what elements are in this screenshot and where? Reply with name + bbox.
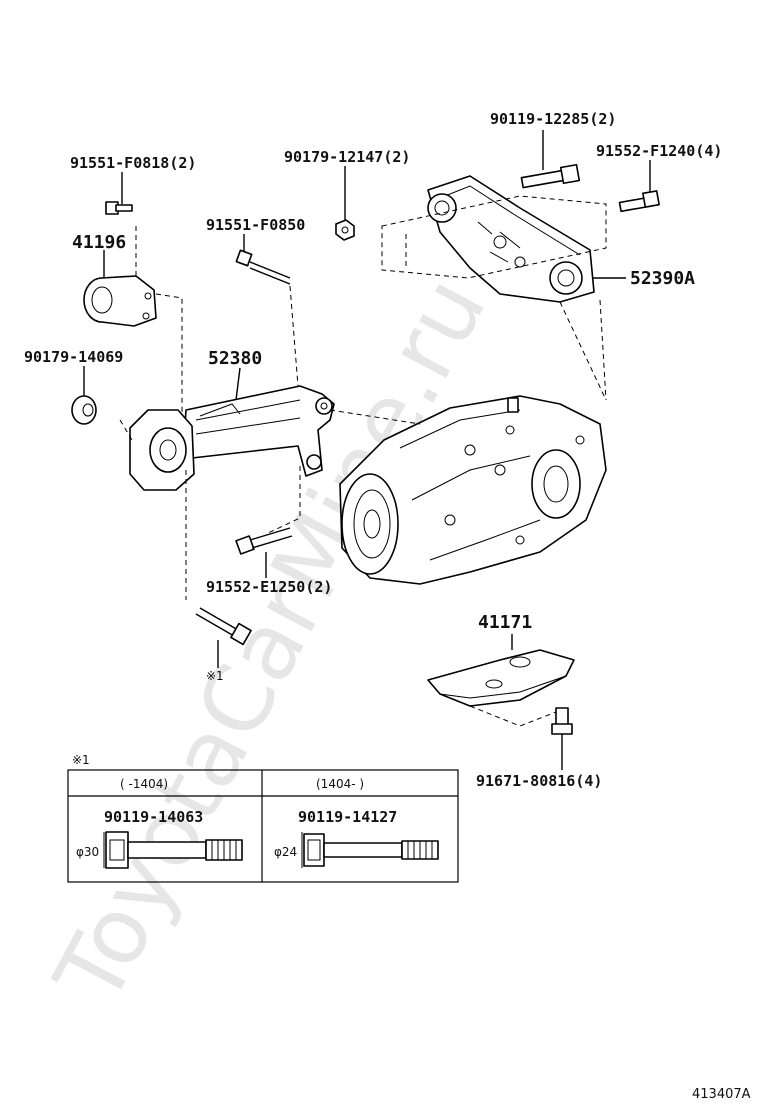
diagram-id: 413407A [692, 1087, 751, 1102]
callout-41196: 41196 [72, 232, 126, 253]
nut-90179-12147 [335, 219, 355, 241]
callout-91551-F0850: 91551-F0850 [206, 216, 305, 234]
bolt-90119-14063-drawing: φ30 [76, 831, 243, 869]
bolt-90119-12285 [520, 163, 581, 189]
watermark: ToyotaCarMine.ru [34, 260, 506, 1021]
bolt-91551-F0818 [105, 201, 133, 215]
callout-41171: 41171 [478, 612, 532, 633]
col2-header: (1404- ) [316, 777, 364, 791]
skid-plate-41171 [427, 649, 575, 707]
nut-90179-14069 [71, 395, 97, 425]
bolt-91552-E1250 [235, 527, 293, 555]
rear-mount-bracket [427, 175, 595, 303]
col1-header: ( -1404) [120, 777, 168, 791]
bolt-91552-F1240 [618, 190, 660, 213]
note-table: ※1 ( -1404) (1404- ) 90119-14063 90119-1… [67, 753, 459, 883]
col2-diameter: φ24 [274, 845, 297, 859]
callout-52380: 52380 [208, 348, 262, 369]
col1-diameter: φ30 [76, 845, 99, 859]
bolt-91551-F0850 [235, 249, 291, 285]
callout-90179-14069: 90179-14069 [24, 348, 123, 366]
dynamic-damper-41196 [83, 275, 157, 327]
callout-90119-12285: 90119-12285(2) [490, 110, 616, 128]
bolt-91671-80816 [551, 707, 573, 735]
transmission-assembly [339, 395, 607, 585]
mount-insulator [129, 409, 195, 491]
callout-91671-80816: 91671-80816(4) [476, 772, 602, 790]
callout-90179-12147: 90179-12147(2) [284, 148, 410, 166]
callout-91552-F1240: 91552-F1240(4) [596, 142, 722, 160]
note-mark: ※1 [72, 753, 90, 767]
col1-part-number: 90119-14063 [104, 808, 203, 826]
engine-mount-bracket-52380 [183, 385, 335, 477]
callout-52390A: 52390A [630, 268, 695, 289]
col2-part-number: 90119-14127 [298, 808, 397, 826]
bolt-note-1 [195, 607, 252, 646]
callout-91551-F0818: 91551-F0818(2) [70, 154, 196, 172]
callout-note-1: ※1 [206, 669, 224, 683]
callout-91552-E1250: 91552-E1250(2) [206, 578, 332, 596]
leader-lines [83, 130, 651, 770]
bolt-90119-14127-drawing: φ24 [274, 832, 439, 868]
